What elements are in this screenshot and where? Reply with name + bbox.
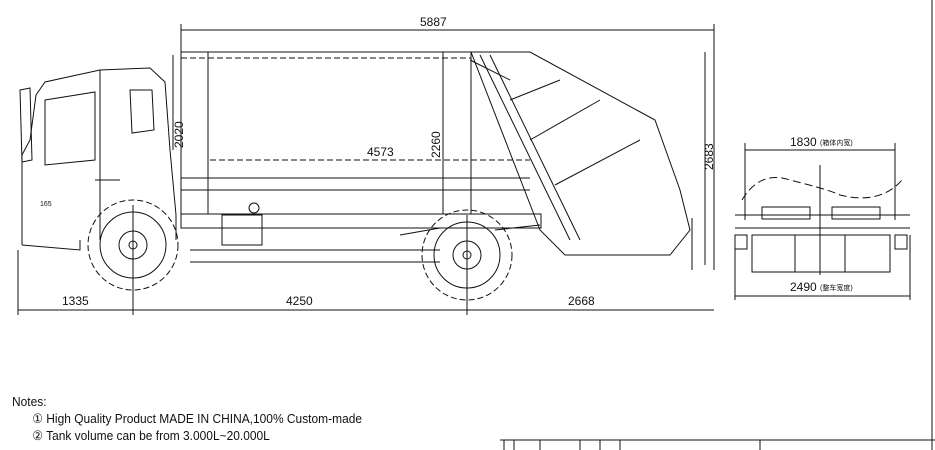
- note-marker: ②: [32, 428, 43, 443]
- svg-text:(整车宽度): (整车宽度): [820, 283, 853, 292]
- title-block: [500, 0, 935, 450]
- svg-text:165: 165: [40, 201, 52, 208]
- rear-view: 1830 (箱体内宽) 2490 (整车宽度): [734, 135, 911, 300]
- chassis: [180, 202, 542, 263]
- dim-bottom: 1335 4250 2668: [17, 205, 714, 315]
- notes: Notes: ① High Quality Product MADE IN CH…: [12, 393, 362, 444]
- svg-text:(箱体内宽): (箱体内宽): [820, 138, 853, 147]
- svg-text:2668: 2668: [568, 294, 595, 308]
- note-text: High Quality Product MADE IN CHINA,100% …: [46, 411, 363, 426]
- note-marker: ①: [32, 411, 43, 426]
- svg-text:5887: 5887: [420, 15, 447, 29]
- svg-text:2490: 2490: [790, 280, 817, 294]
- svg-text:1335: 1335: [62, 294, 89, 308]
- svg-text:1830: 1830: [790, 135, 817, 149]
- cab: 165 2020: [19, 55, 186, 251]
- rear-loader: 2683: [469, 51, 716, 270]
- note-text: Tank volume can be from 3.000L~20.000L: [46, 428, 270, 443]
- svg-text:2683: 2683: [702, 143, 716, 170]
- compactor-body: 4573 2260: [180, 51, 530, 215]
- notes-title: Notes:: [12, 394, 47, 409]
- dim-overall-length: 5887: [180, 15, 715, 270]
- svg-text:2260: 2260: [429, 131, 443, 158]
- note-item: ② Tank volume can be from 3.000L~20.000L: [12, 427, 362, 444]
- svg-text:2020: 2020: [172, 121, 186, 148]
- svg-text:4250: 4250: [286, 294, 313, 308]
- svg-text:4573: 4573: [367, 145, 394, 159]
- note-item: ① High Quality Product MADE IN CHINA,100…: [12, 410, 362, 427]
